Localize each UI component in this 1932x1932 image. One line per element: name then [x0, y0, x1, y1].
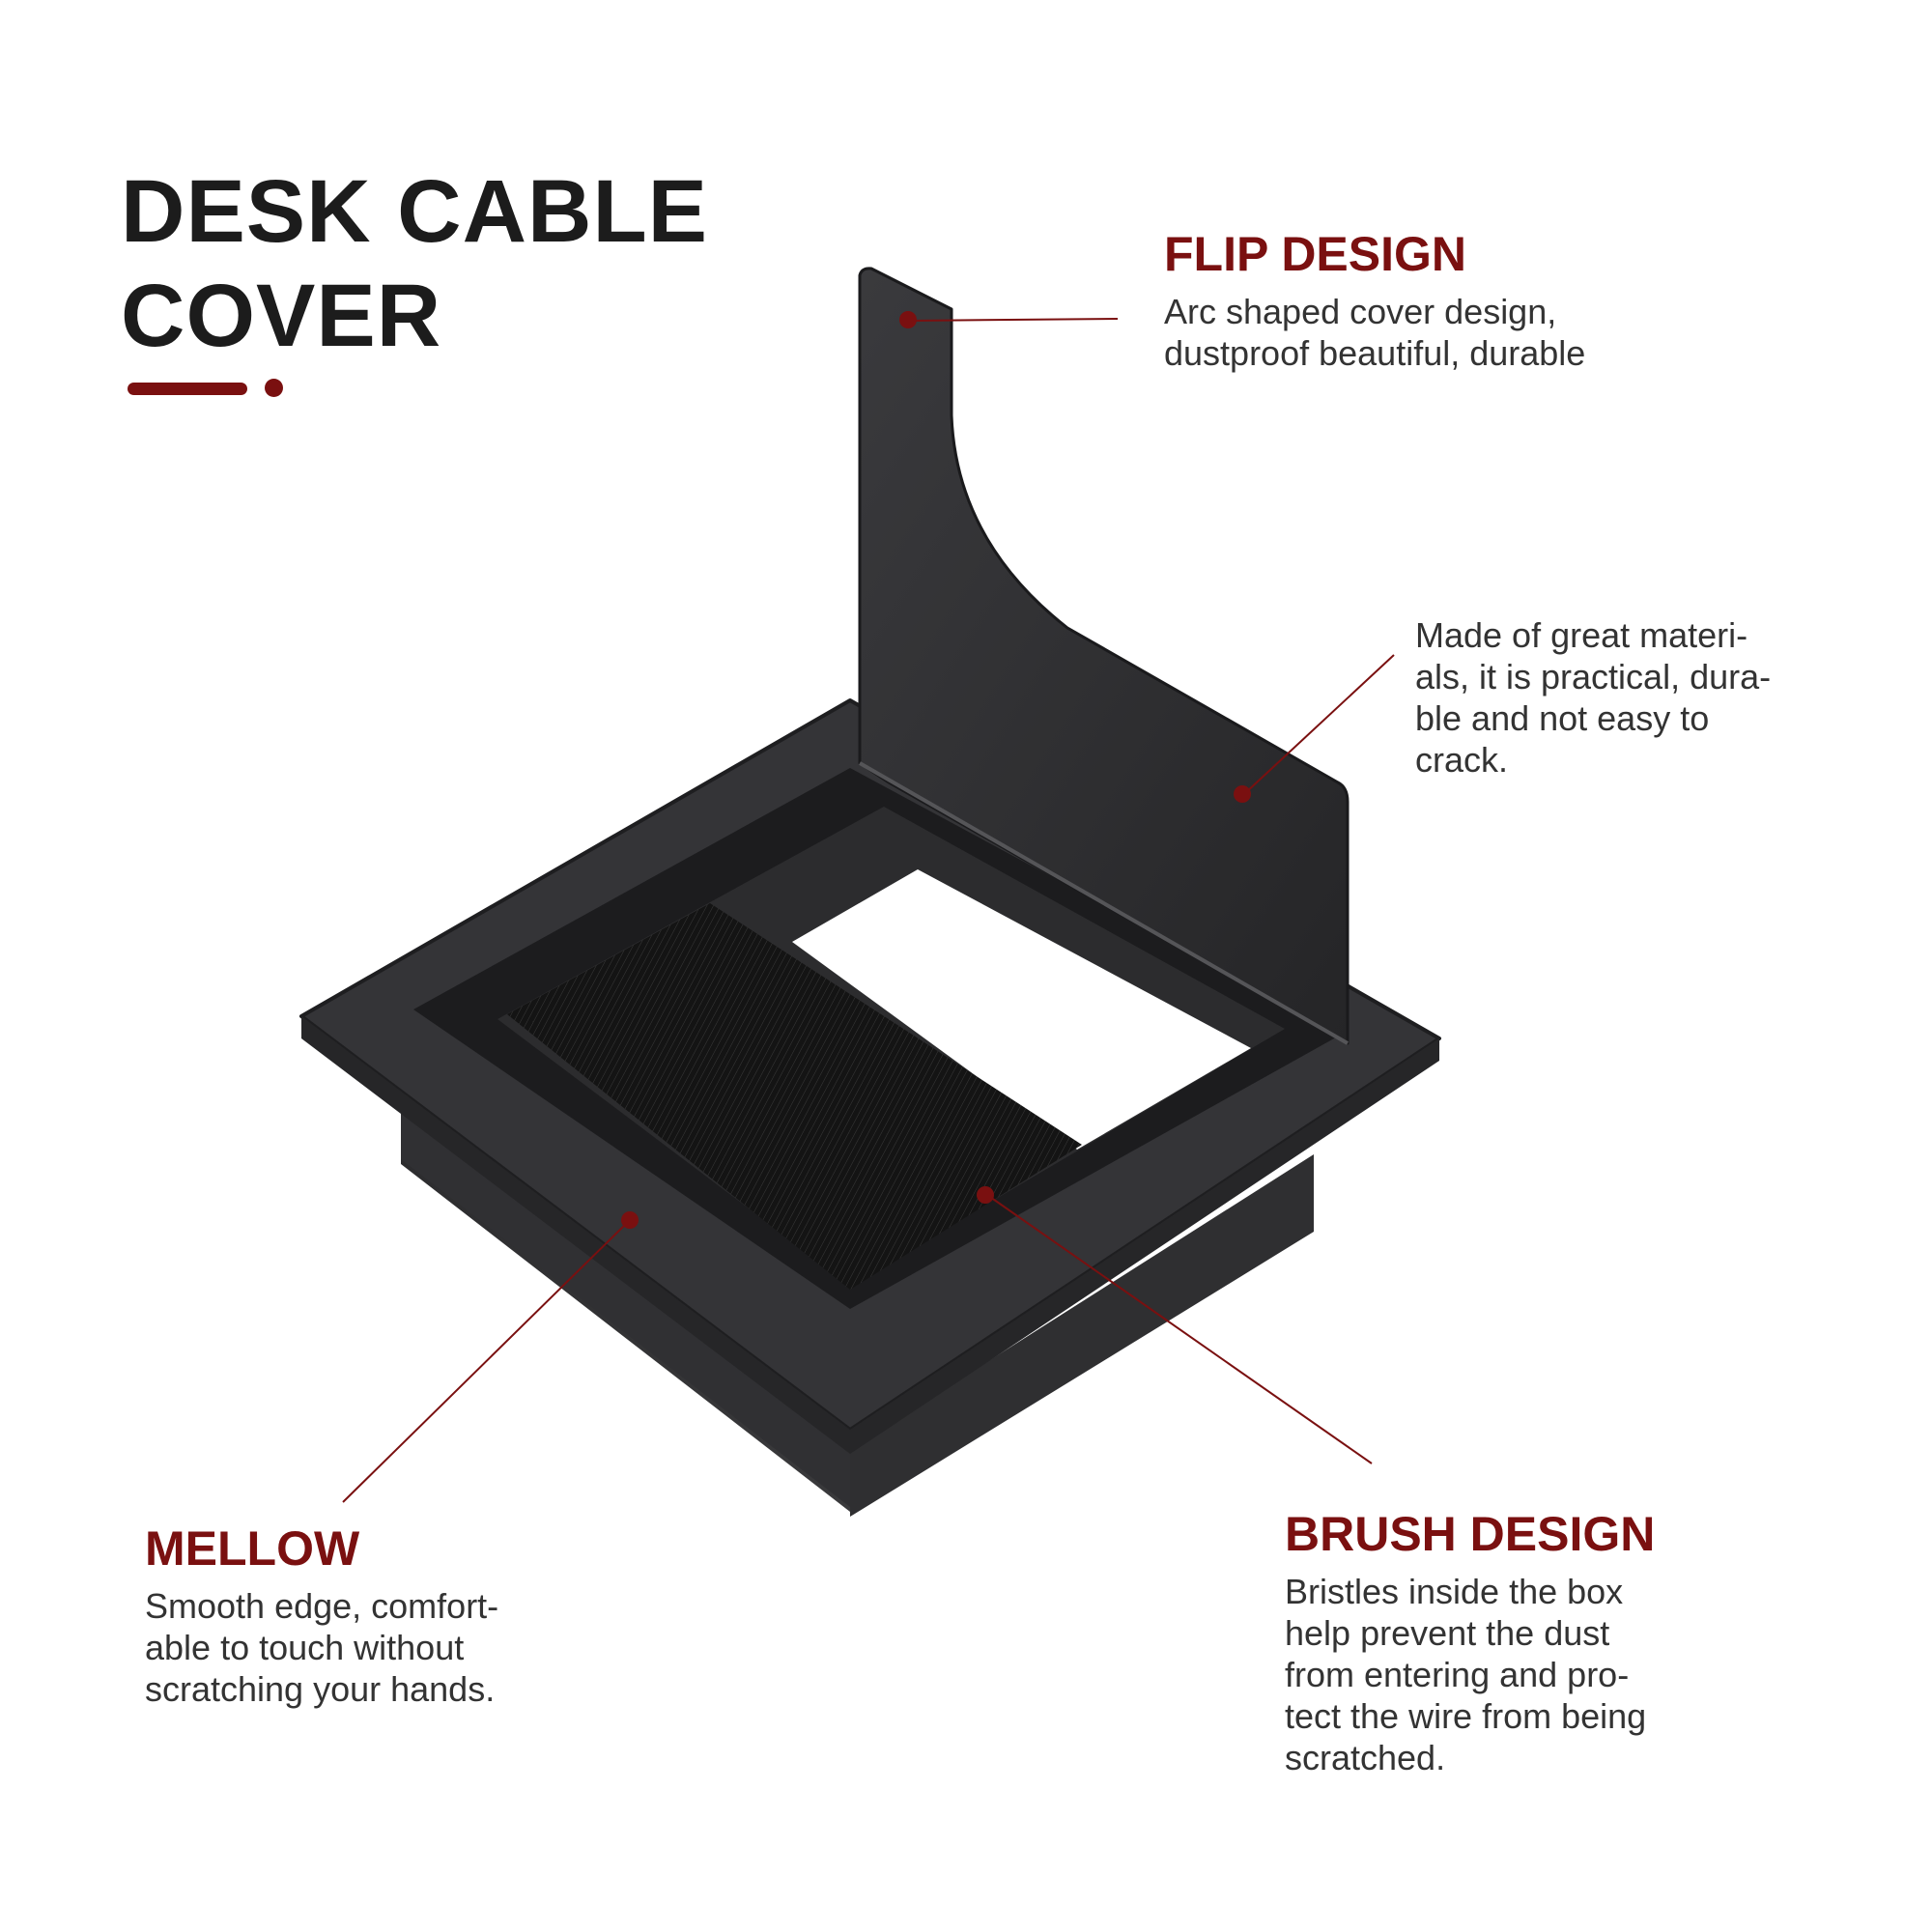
- base-box-front-face: [401, 1101, 850, 1507]
- leader-line-flip: [909, 318, 1119, 322]
- callout-line: from entering and pro-: [1285, 1655, 1630, 1694]
- callout-heading: BRUSH DESIGN: [1285, 1507, 1656, 1561]
- callout-flip-design: FLIP DESIGN Arc shaped cover design, dus…: [1164, 225, 1585, 374]
- callout-line: Arc shaped cover design,: [1164, 292, 1557, 331]
- callout-line: Bristles inside the box: [1285, 1572, 1624, 1611]
- callout-heading: MELLOW: [145, 1521, 360, 1576]
- callout-body: Arc shaped cover design, dustproof beaut…: [1164, 291, 1585, 374]
- title-line-1: DESK CABLE: [121, 162, 709, 261]
- callout-line: Smooth edge, comfort-: [145, 1586, 499, 1626]
- flap-hinge: [859, 761, 1349, 1045]
- callout-line: ble and not easy to: [1415, 698, 1710, 738]
- leader-dot-material: [1234, 785, 1251, 803]
- callout-line: crack.: [1415, 740, 1509, 780]
- base-box-front: [850, 1154, 1314, 1517]
- cable-opening: [792, 869, 1251, 1150]
- leader-dot-mellow: [621, 1211, 639, 1229]
- callout-heading: FLIP DESIGN: [1164, 227, 1467, 281]
- leader-line-brush: [986, 1194, 1373, 1464]
- brush-strip: [507, 903, 1082, 1290]
- callout-body: Bristles inside the box help prevent the…: [1285, 1571, 1655, 1778]
- leader-dot-flip: [899, 311, 917, 328]
- callout-line: scratched.: [1285, 1738, 1446, 1777]
- callout-mellow: MELLOW Smooth edge, comfort- able to tou…: [145, 1520, 498, 1710]
- leader-line-material: [1243, 654, 1395, 795]
- page-title: DESK CABLE COVER: [121, 159, 708, 368]
- flip-flap: [858, 267, 1350, 1045]
- title-line-2: COVER: [121, 267, 442, 365]
- title-dot: [265, 379, 283, 397]
- title-underline: [128, 383, 247, 395]
- callout-line: tect the wire from being: [1285, 1696, 1647, 1736]
- callout-brush-design: BRUSH DESIGN Bristles inside the box hel…: [1285, 1505, 1655, 1778]
- callout-line: Made of great materi-: [1415, 615, 1748, 655]
- callout-line: dustproof beautiful, durable: [1164, 333, 1586, 373]
- callout-line: als, it is practical, dura-: [1415, 657, 1772, 696]
- callout-material: Made of great materi- als, it is practic…: [1415, 614, 1771, 781]
- leader-dot-brush: [977, 1186, 994, 1204]
- callout-body: Made of great materi- als, it is practic…: [1415, 614, 1771, 781]
- callout-line: scratching your hands.: [145, 1669, 496, 1709]
- callout-body: Smooth edge, comfort- able to touch with…: [145, 1585, 498, 1710]
- callout-line: able to touch without: [145, 1628, 465, 1667]
- leader-line-mellow: [342, 1219, 631, 1503]
- callout-line: help prevent the dust: [1285, 1613, 1610, 1653]
